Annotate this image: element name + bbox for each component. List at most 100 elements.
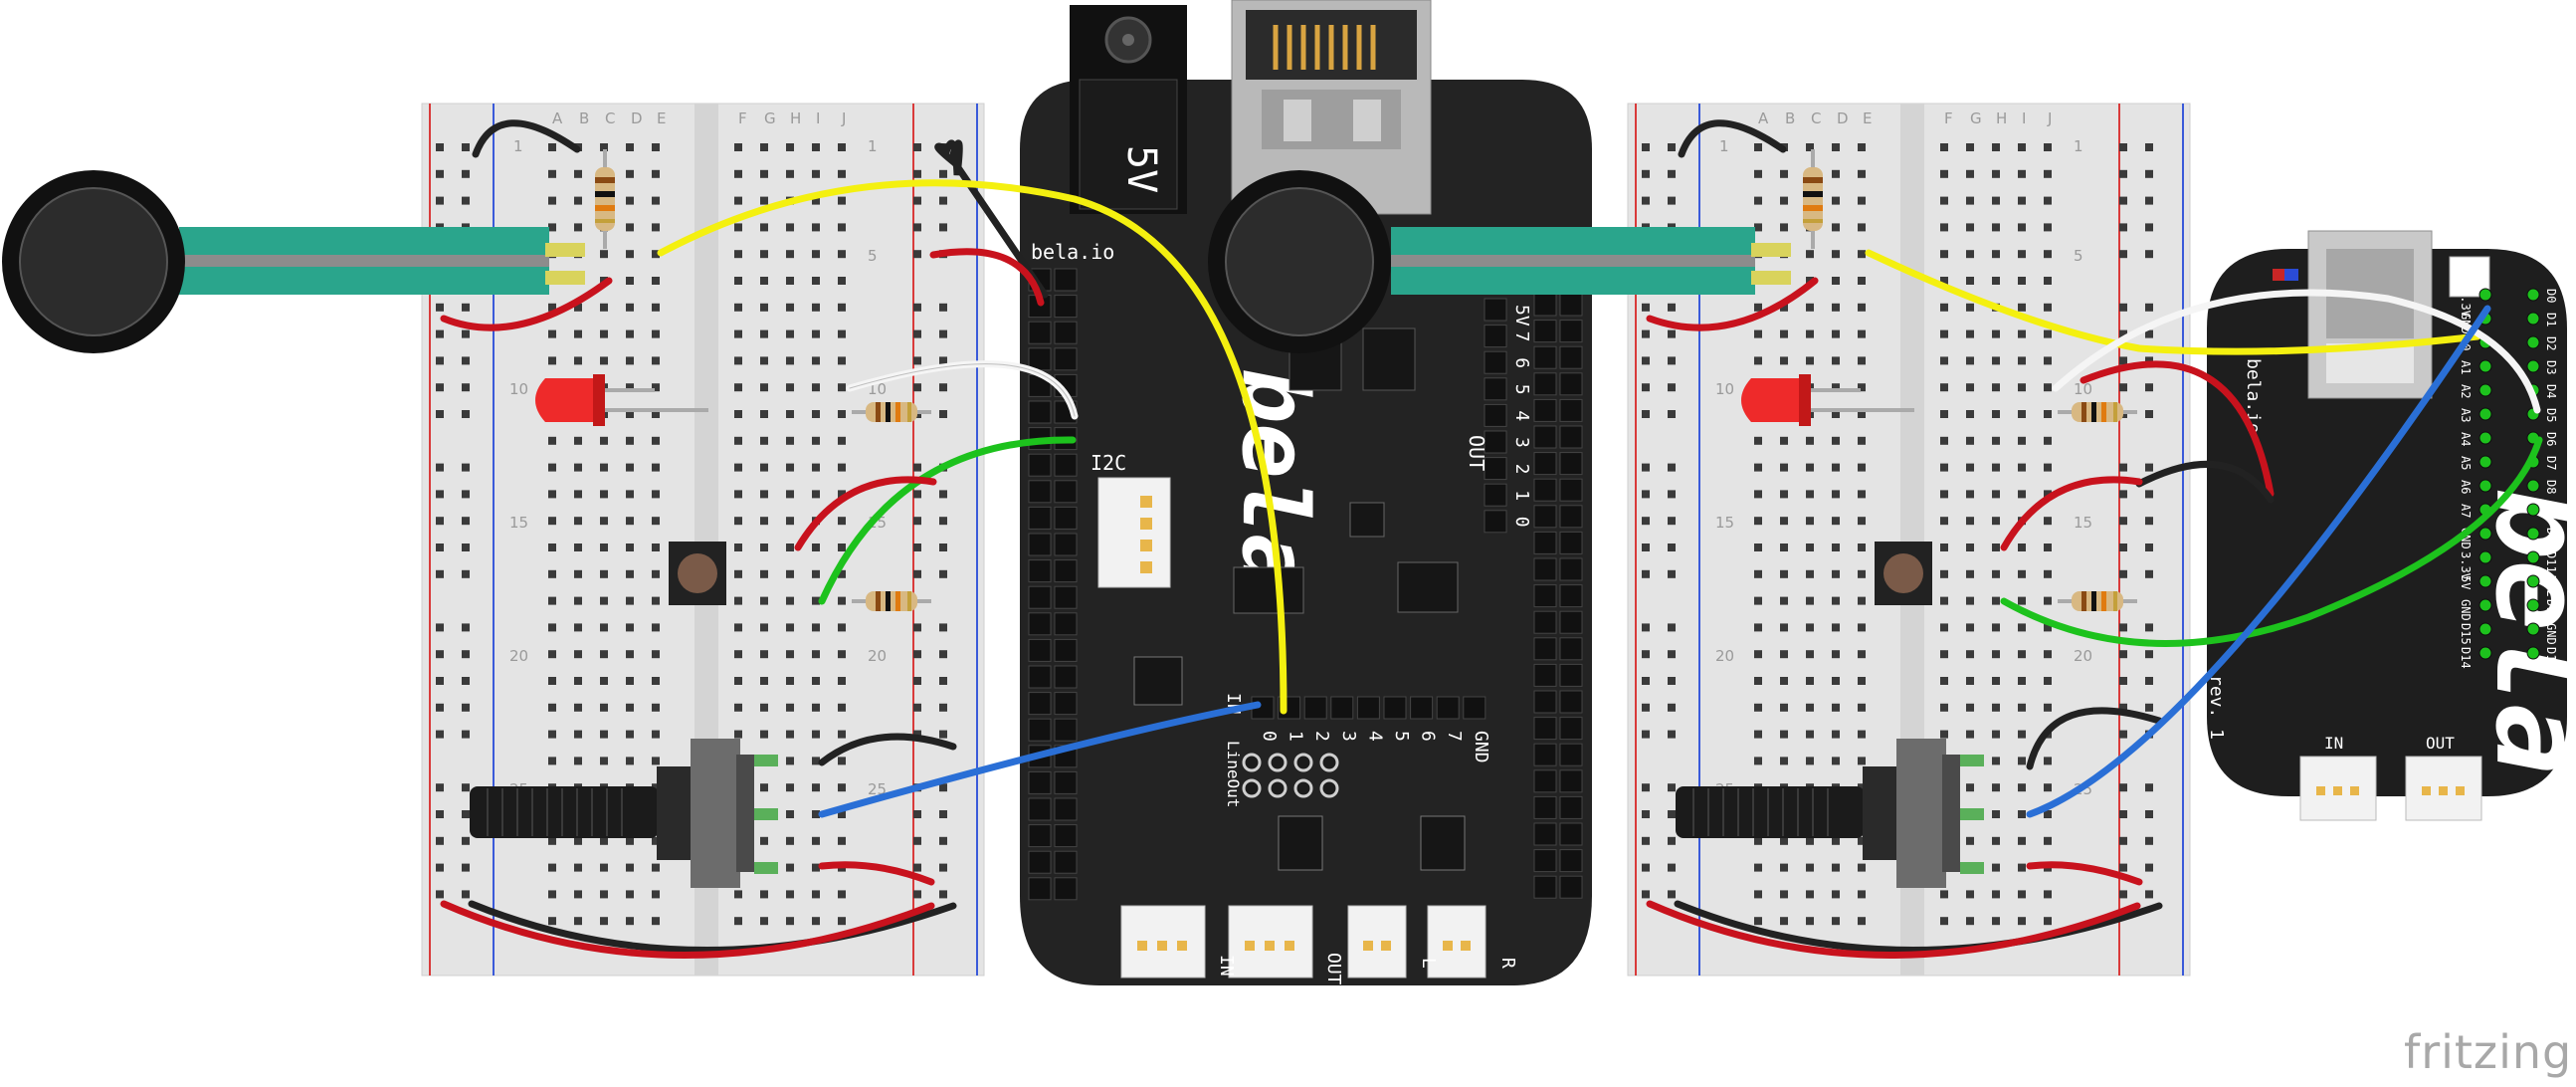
header-pin: [1533, 372, 1557, 396]
row-number: 1: [513, 137, 523, 155]
digital-pin-label: 5: [1511, 384, 1532, 395]
hole: [574, 223, 582, 232]
hole: [838, 303, 846, 312]
hole: [2044, 223, 2052, 232]
hole: [1754, 863, 1762, 872]
hole: [548, 623, 556, 632]
hole: [1806, 490, 1814, 499]
hole: [2018, 383, 2026, 392]
header-pin: [1028, 533, 1052, 556]
hole: [2145, 490, 2153, 499]
hole: [1832, 196, 1840, 205]
mini-pin-label: 3.3V: [2459, 551, 2473, 580]
row-number: 1: [2074, 137, 2083, 155]
hole: [2018, 757, 2026, 765]
hole: [1858, 169, 1866, 178]
hole: [1858, 490, 1866, 499]
col-letter: B: [579, 109, 589, 127]
hole: [734, 730, 742, 739]
hole: [1754, 436, 1762, 445]
hole: [786, 410, 794, 418]
wire-blue: [2026, 305, 2491, 818]
hole: [786, 463, 794, 472]
i2c-label: I2C: [1090, 451, 1126, 475]
hole: [1858, 436, 1866, 445]
hole: [2044, 677, 2052, 685]
hole: [812, 703, 820, 712]
hole: [760, 436, 768, 445]
hole: [1806, 436, 1814, 445]
hole: [436, 650, 444, 659]
hole: [1832, 410, 1840, 418]
hole: [1642, 836, 1650, 845]
hole: [574, 623, 582, 632]
hole: [1780, 303, 1788, 312]
hole: [1806, 863, 1814, 872]
hole: [1754, 544, 1762, 551]
out-header-label: OUT: [1465, 435, 1488, 471]
hole: [1668, 463, 1676, 472]
col-letter: J: [841, 109, 846, 127]
header-pin: [1559, 452, 1583, 476]
hole: [1668, 517, 1676, 526]
hole: [652, 436, 660, 445]
hole: [574, 650, 582, 659]
hole: [838, 730, 846, 739]
hole: [1806, 836, 1814, 845]
hole: [1668, 650, 1676, 659]
hole: [1940, 436, 1948, 445]
hole: [1858, 196, 1866, 205]
hole: [734, 143, 742, 151]
hole: [2119, 169, 2127, 178]
hole: [812, 890, 820, 899]
hole: [574, 863, 582, 872]
hole: [652, 169, 660, 178]
hole: [462, 783, 470, 792]
hole: [1642, 303, 1650, 312]
hole: [812, 329, 820, 338]
hole: [548, 596, 556, 605]
hole: [734, 463, 742, 472]
hole: [436, 730, 444, 739]
row-number: 20: [868, 647, 887, 665]
hole: [600, 757, 608, 765]
hole: [2018, 569, 2026, 578]
hole: [574, 463, 582, 472]
hole: [913, 810, 921, 818]
bela-cape-board: 5V bela.io I2C: [1020, 0, 1592, 985]
hole: [786, 329, 794, 338]
hole: [1668, 356, 1676, 365]
hole: [1966, 250, 1974, 259]
row-number: 20: [1715, 647, 1734, 665]
wire-black: [934, 139, 1049, 299]
hole: [939, 730, 947, 739]
header-pin: [1484, 510, 1507, 534]
header-pin: [1054, 585, 1078, 609]
hole: [786, 757, 794, 765]
hole: [939, 490, 947, 499]
analog-pin-label: 1: [1286, 731, 1306, 742]
hole: [548, 303, 556, 312]
hole: [1754, 623, 1762, 632]
hole: [436, 303, 444, 312]
hole: [652, 383, 660, 392]
mini-pin-label: D8: [2544, 480, 2558, 494]
cape-chips: [1133, 327, 1466, 871]
hole: [2119, 517, 2127, 526]
hole: [2018, 703, 2026, 712]
hole: [812, 169, 820, 178]
hole: [1806, 544, 1814, 551]
hole: [1642, 810, 1650, 818]
header-pin: [1484, 325, 1507, 348]
hole: [652, 596, 660, 605]
hole: [1832, 383, 1840, 392]
hole: [1668, 410, 1676, 418]
hole: [1642, 677, 1650, 685]
hole: [626, 757, 634, 765]
wire-black: [1674, 900, 2163, 954]
header-pin: [1054, 268, 1078, 292]
hole: [2044, 544, 2052, 551]
mini-pin: [2478, 288, 2492, 302]
hole: [786, 143, 794, 151]
hole: [913, 650, 921, 659]
